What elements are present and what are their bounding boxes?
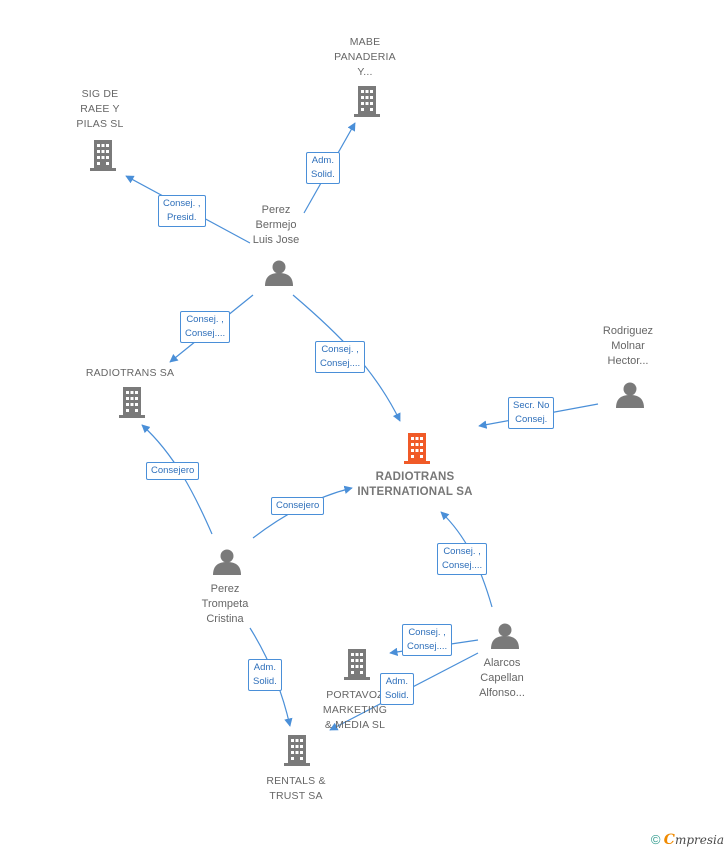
- building-icon: [404, 433, 430, 464]
- building-icon: [119, 387, 145, 418]
- edge-label[interactable]: Adm. Solid.: [248, 659, 282, 691]
- node-label-sig[interactable]: SIG DE RAEE Y PILAS SL: [76, 88, 124, 130]
- node-label-rodriguez[interactable]: Rodriguez Molnar Hector...: [602, 325, 654, 367]
- node-label-portavoz[interactable]: PORTAVOZ MARKETING & MEDIA SL: [322, 689, 388, 731]
- node-label-mabe[interactable]: MABE PANADERIA Y...: [334, 36, 396, 78]
- edge-label[interactable]: Secr. No Consej.: [508, 397, 555, 429]
- footer-brand: © Cmpresia: [651, 832, 724, 848]
- building-icon: [284, 735, 310, 766]
- edge-label[interactable]: Consej. , Consej....: [437, 543, 488, 575]
- node-label-rentals[interactable]: RENTALS & TRUST SA: [266, 775, 326, 802]
- person-icon: [265, 260, 293, 286]
- node-label-radiotrans-sa[interactable]: RADIOTRANS SA: [85, 367, 175, 379]
- building-icon: [344, 649, 370, 680]
- person-icon: [213, 549, 241, 575]
- node-label-bermejo[interactable]: Perez Bermejo Luis Jose: [252, 204, 300, 246]
- brand-logo-initial: C: [663, 832, 675, 848]
- brand-logo-text: mpresia: [674, 833, 724, 847]
- edge-label[interactable]: Consej. , Consej....: [402, 624, 453, 656]
- building-icon: [354, 86, 380, 117]
- edge-label[interactable]: Adm. Solid.: [306, 152, 340, 184]
- building-icon: [90, 140, 116, 171]
- edge-label[interactable]: Consej. , Presid.: [158, 195, 206, 227]
- edge-label[interactable]: Consejero: [271, 497, 325, 515]
- edge-label[interactable]: Consej. , Consej....: [180, 311, 231, 343]
- node-label-trompeta[interactable]: Perez Trompeta Cristina: [201, 583, 249, 625]
- person-icon: [616, 382, 644, 408]
- edge-label[interactable]: Consejero: [146, 462, 200, 480]
- edge-label[interactable]: Adm. Solid.: [380, 673, 414, 705]
- node-label-alarcos[interactable]: Alarcos Capellan Alfonso...: [479, 657, 525, 699]
- node-label-radiotrans-international[interactable]: RADIOTRANS INTERNATIONAL SA: [357, 471, 473, 498]
- copyright-symbol: ©: [650, 832, 661, 847]
- person-icon: [491, 623, 519, 649]
- edge-label[interactable]: Consej. , Consej....: [315, 341, 366, 373]
